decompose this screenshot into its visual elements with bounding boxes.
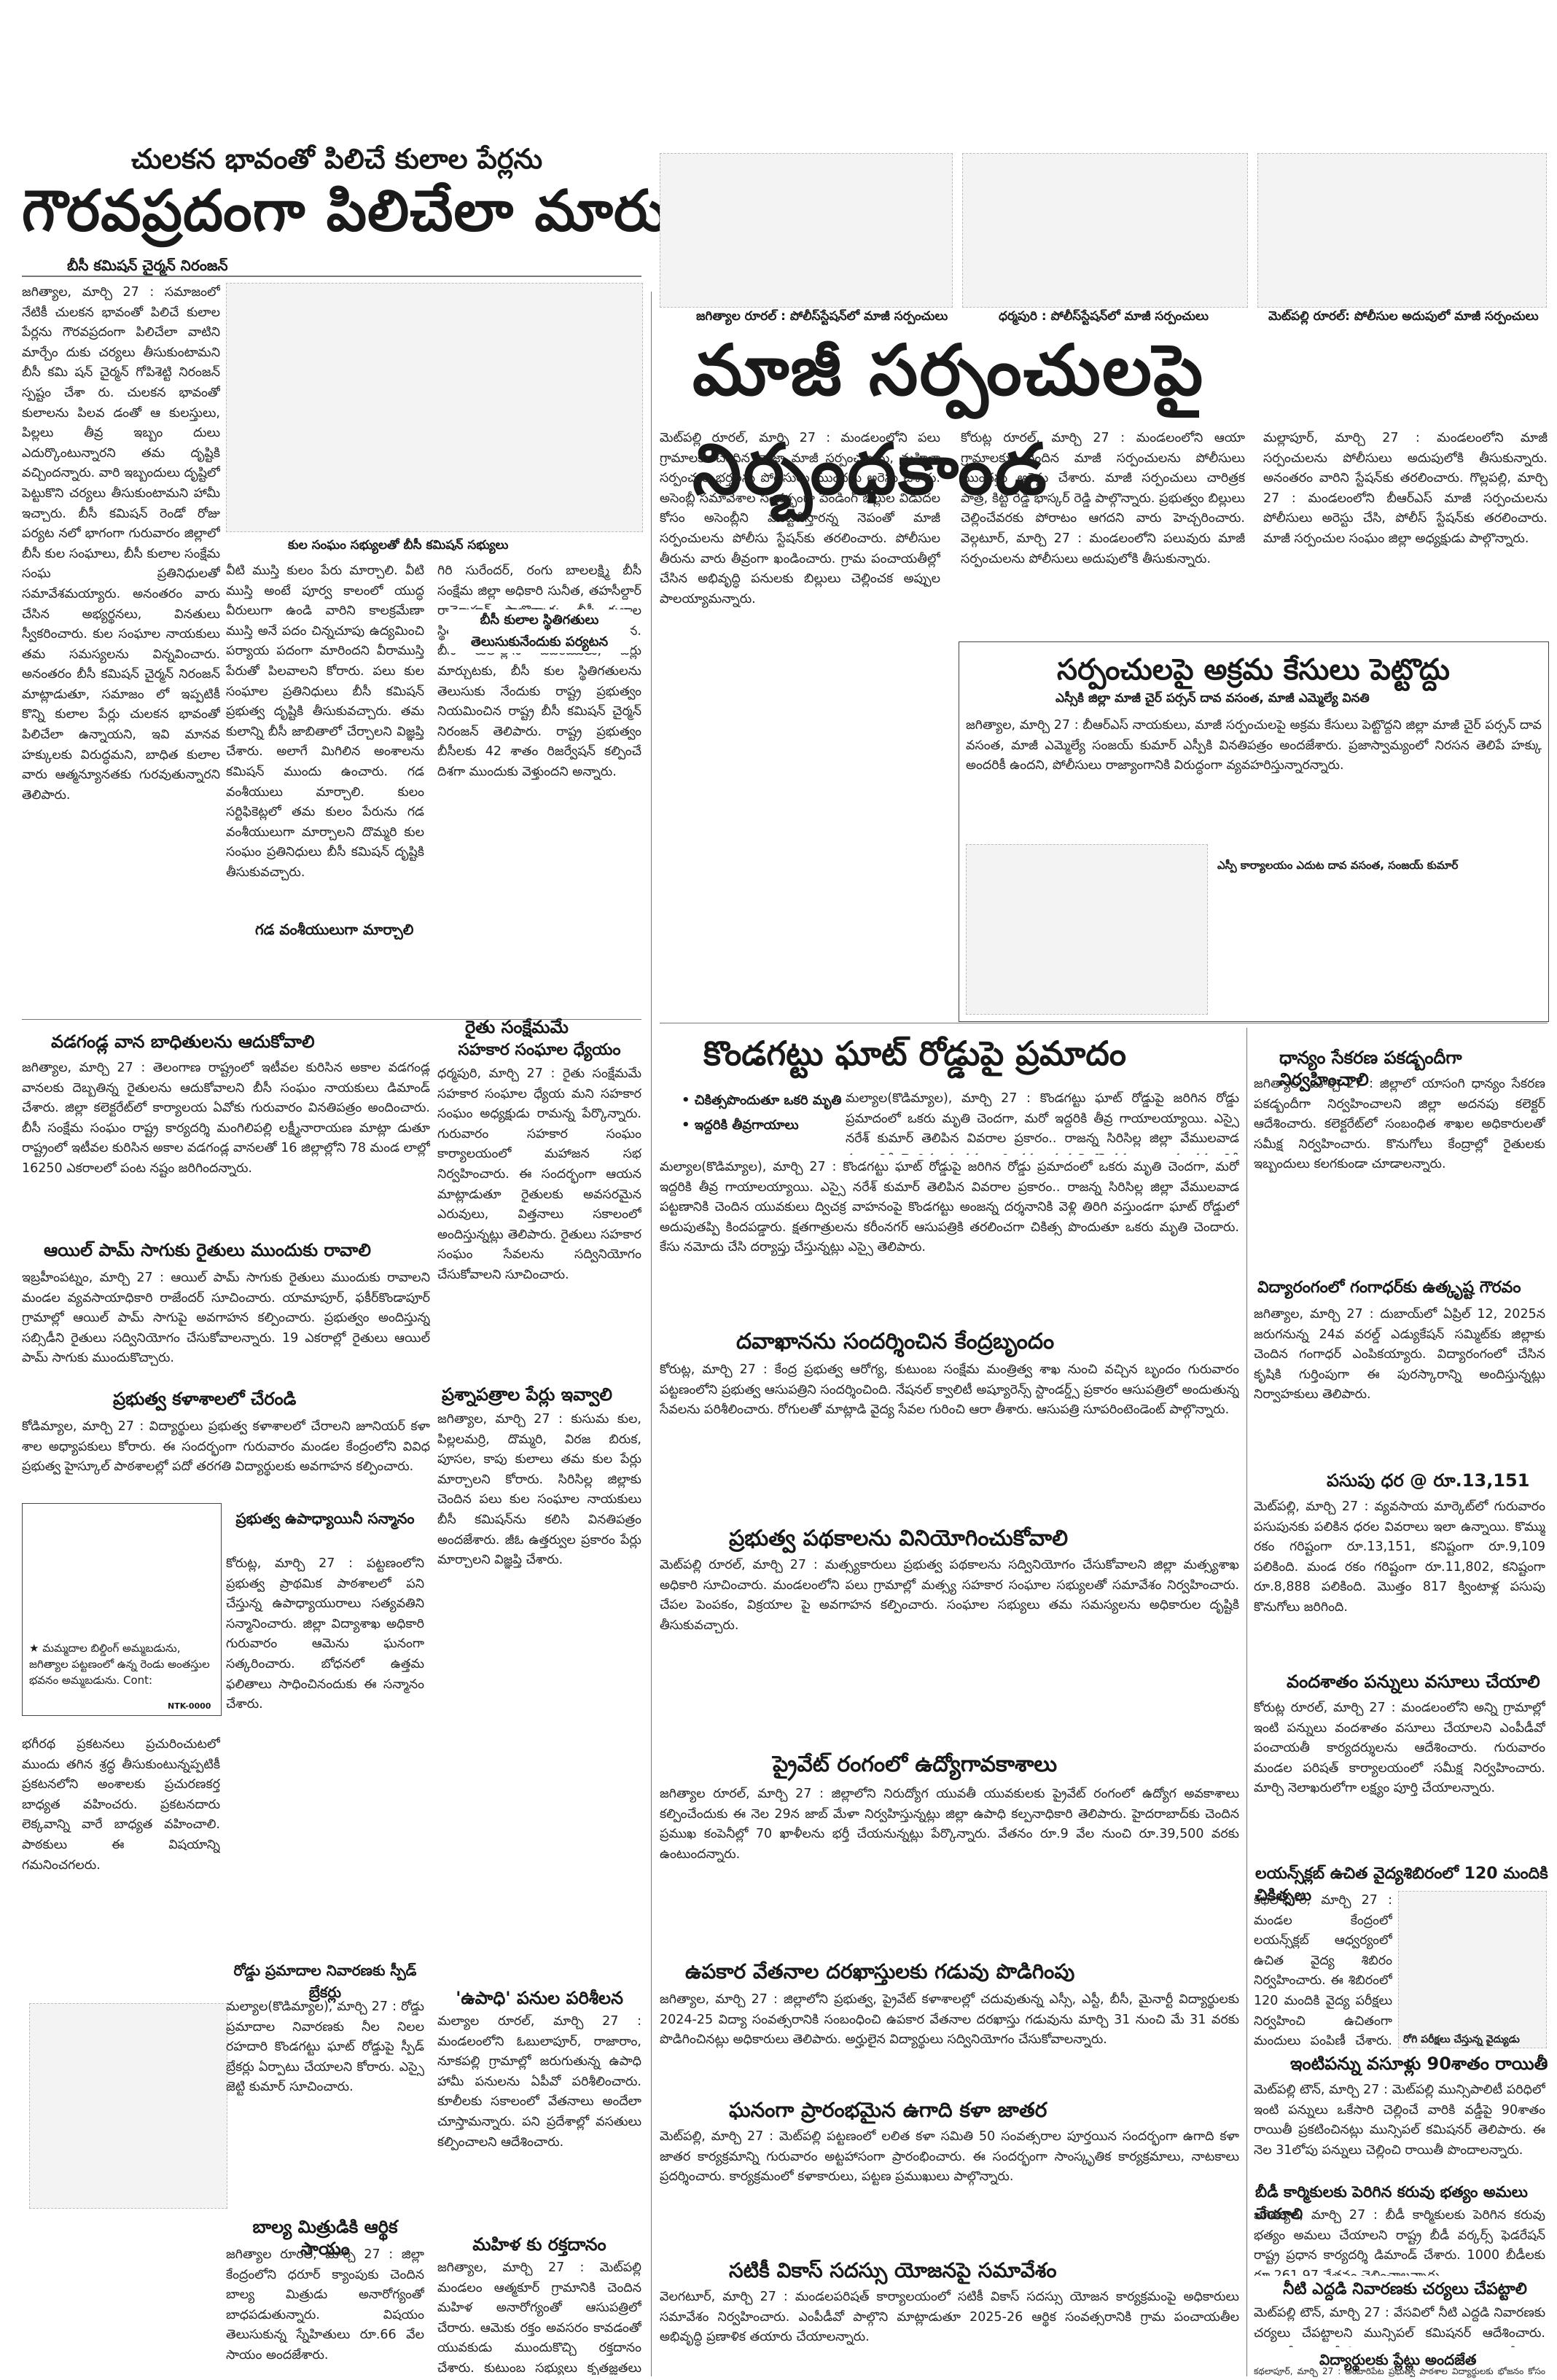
- right-body-vidya: జగిత్యాల, మార్చి 27 : దుబాయ్‌లో ఏప్రిల్ …: [1254, 1307, 1545, 1402]
- right-body-beedi: జగిత్యాల, మార్చి 27 : బీడీ కార్మికులకు ప…: [1254, 2208, 1545, 2276]
- right-body-ugadi: మెట్‌పల్లి, మార్చి 27 : మెట్‌పల్లి పట్టణ…: [660, 2129, 1239, 2185]
- right-sub-private: ప్రైవేట్ రంగంలో ఉద్యోగావకాశాలు: [773, 1752, 1058, 1777]
- right-photo-3: [1257, 153, 1547, 308]
- right-sub-vandana: వందశాతం పన్నులు వసూలు చేయాలి: [1287, 1671, 1540, 1692]
- mid-sub-rythu: రైతు సంక్షేమమే: [465, 1017, 569, 1037]
- right-column-divider: [1246, 1028, 1247, 2376]
- mid-sub-upadhi: 'ఉపాధి' పనుల పరిశీలన: [456, 1988, 623, 2008]
- right-sub-dawa: దవాఖానను సందర్శించిన కేంద్రబృందం: [736, 1329, 1055, 1354]
- mid-photo: [29, 2003, 227, 2209]
- right-sub-kg: కొండగట్టు ఘాట్ రోడ్డుపై ప్రమాదం: [703, 1034, 1127, 1073]
- bullet-text-2: ఇద్దరికి తీవ్రగాయాలు: [694, 1117, 799, 1133]
- right-body-dhanyam: జగిత్యాల, మార్చి 27 : జిల్లాలో యాసంగి ధా…: [1254, 1077, 1545, 1172]
- left-notice: భగీరథ ప్రకటనలు ప్రచురించుటలో ముందు తగిన …: [22, 1737, 220, 1873]
- mid-body-upadhi: మల్యాల రూరల్, మార్చి 27 : మండలంలోని ఓబుల…: [437, 2014, 641, 2150]
- right-body-1: మెట్‌పల్లి రూరల్, మార్చి 27 : మండలంలోని …: [660, 431, 940, 606]
- right-sub-pasupu: పసుపు ధర @ రూ.13,151: [1327, 1470, 1530, 1491]
- mid-sub-road: రోడ్డు ప్రమాదాల నివారణకు స్పీడ్ బ్రేకర్ల…: [233, 1962, 417, 2001]
- mid-body-road: మల్యాల(కొడిమ్యాల), మార్చి 27 : రోడ్డు ప్…: [226, 1999, 424, 2095]
- right-body-2: కోరుట్ల రూరల్, మార్చి 27 : మండలంలోని ఆయా…: [961, 431, 1245, 566]
- left-sub-3: ప్రభుత్వ కళాశాలలో చేరండి: [113, 1389, 297, 1409]
- mid-body-bal: జగిత్యాల రూరల్, మార్చి 27 : జిల్లా కేంద్…: [226, 2247, 424, 2363]
- right-lions-photo: [1398, 1891, 1547, 2048]
- mid-body-rythu: ధర్మపురి, మార్చి 27 : రైతు సంక్షేమమే సహక…: [437, 1066, 641, 1282]
- right-sub-dhanyam: ధాన్యం సేకరణ పకడ్బందీగా నిర్వహించాలి: [1279, 1047, 1462, 1090]
- right-box-photo: [966, 844, 1208, 1015]
- ad-box: [22, 1503, 222, 1716]
- right-photo-2: [962, 153, 1248, 308]
- right-sub-ugadi: ఘనంగా ప్రారంభమైన ఉగాది కళా జాతర: [729, 2098, 1047, 2122]
- mid-body-pra: జగిత్యాల, మార్చి 27 : కుసుమ కుల, పిల్లలమ…: [437, 1412, 641, 1568]
- left-sub-1: వడగండ్ల వాన బాధితులను ఆదుకోవాలి: [51, 1031, 315, 1052]
- right-body-dawa: కోరుట్ల, మార్చి 27 : కేంద్ర ప్రభుత్వ ఆరో…: [660, 1362, 1239, 1418]
- right-body-vandana: కోరుట్ల రూరల్, మార్చి 27 : మండలంలోని అన్…: [1254, 1701, 1545, 1796]
- mid-sub-rythu2: సహకార సంఘాల ధ్యేయం: [458, 1041, 621, 1059]
- right-sub-lions: లయన్స్‌క్లబ్ ఉచిత వైద్యశిబిరంలో 120 మంది…: [1255, 1865, 1548, 1905]
- left-sub-2: ఆయిల్ పామ్ సాగుకు రైతులు ముందుకు రావాలి: [44, 1240, 371, 1260]
- left-kicker: చులకన భావంతో పిలిచే కులాల పేర్లను: [131, 143, 543, 175]
- left-body-3: ఇబ్రహీంపట్నం, మార్చి 27 : ఆయిల్ పామ్ సాగ…: [22, 1271, 430, 1366]
- left-rule: [22, 276, 641, 277]
- bullet-text-1: చికిత్సపొందుతూ ఒకరి మృతి: [694, 1093, 842, 1108]
- left-colC-sub: బీసీ కులాల స్థితిగతులు తెలుసుకునేందుకు ప…: [448, 609, 631, 653]
- right-boxed-story: [959, 641, 1549, 1022]
- right-body-kg-2: మల్యాల(కొడిమ్యాల), మార్చి 27 : కొండగట్టు…: [660, 1160, 1239, 1255]
- right-sub-prabhu: ప్రభుత్వ పథకాలను వినియోగించుకోవాలి: [729, 1526, 1069, 1551]
- right-body-private: జగిత్యాల రూరల్, మార్చి 27 : జిల్లాలోని న…: [660, 1787, 1239, 1862]
- mid-body-prabhutva: కోరుట్ల, మార్చి 27 : పట్టణంలోని ప్రభుత్వ…: [226, 1556, 424, 1712]
- right-photo-1: [660, 153, 953, 308]
- mid-sub-bal: బాల్య మిత్రుడికి ఆర్థిక సాయం: [252, 2217, 398, 2259]
- right-body-sati: వెలగటూర్, మార్చి 27 : మండలపరిషత్ కార్యాల…: [660, 2290, 1239, 2345]
- right-headline: మాజీ సర్పంచులపై నిర్బంధకాండ: [692, 329, 1205, 510]
- right-sub-pletu: విద్యార్థులకు ప్లేట్లు అందజేత: [1319, 2351, 1477, 2368]
- right-sub-vidya: విద్యారంగంలో గంగాధర్‌కు ఉత్కృష్ట గౌరవం: [1257, 1279, 1521, 1297]
- left-byline: బీసీ కమిషన్ చైర్మన్ నిరంజన్: [67, 257, 228, 274]
- left-rule-2: [22, 1019, 641, 1020]
- right-body-neeti: మెట్‌పల్లి టౌన్, మార్చి 27 : వేసవిలో నీట…: [1254, 2306, 1545, 2347]
- right-body-inti: మెట్‌పల్లి టౌన్, మార్చి 27 : మెట్‌పల్లి …: [1254, 2083, 1545, 2158]
- left-headline: గౌరవప్రదంగా పిలిచేలా మారుస్తాం: [22, 179, 756, 244]
- right-body-pasupu: మెట్‌పల్లి, మార్చి 27 : వ్యవసాయ మార్కెట్…: [1254, 1499, 1545, 1615]
- mid-body-mahila: జగిత్యాల, మార్చి 27 : మెట్‌పల్లి మండలం ఆ…: [437, 2260, 641, 2375]
- right-box-body: జగిత్యాల, మార్చి 27 : బీఆర్ఎస్ నాయకులు, …: [966, 718, 1542, 773]
- left-body-4: కోడిమ్యాల, మార్చి 27 : విద్యార్థులు ప్రభ…: [22, 1419, 430, 1475]
- column-divider: [651, 292, 652, 2376]
- right-tag-1: జగిత్యాల రూరల్ : పోలీస్‌స్టేషన్‌లో మాజీ …: [696, 309, 948, 324]
- mid-sub-prabhutva: ప్రభుత్వ ఉపాధ్యాయినీ సన్మానం: [235, 1510, 415, 1527]
- right-bullet-1: • చికిత్సపొందుతూ ఒకరి మృతి: [682, 1093, 842, 1108]
- left-photo-caption: కుల సంఘం సభ్యులతో బీసీ కమిషన్ సభ్యులు: [288, 538, 509, 553]
- right-sub-neeti: నీటి ఎద్దడి నివారణకు చర్యలు చేపట్టాలి: [1283, 2280, 1527, 2298]
- ad-text: ★ మమ్మదాల బిల్డింగ్ అమ్మబడును, జగిత్యాల …: [29, 1642, 210, 1687]
- left-colB-sub: గడ వంశీయులుగా మార్చాలి: [255, 921, 414, 938]
- right-body-3: మల్లాపూర్, మార్చి 27 : మండలంలోని మాజీ సర…: [1263, 431, 1548, 546]
- right-sub-beedi: బీడీ కార్మికులకు పెరిగిన కరువు భత్యం అమల…: [1255, 2183, 1528, 2223]
- right-body-upakar: జగిత్యాల, మార్చి 27 : జిల్లాలోని ప్రభుత్…: [660, 1992, 1239, 2048]
- right-body-pletu: కథలాపూర్, మార్చి 27 : అంబారిపేట ప్రభుత్వ…: [1254, 2366, 1545, 2376]
- right-box-photo-caption: ఎస్పీ కార్యాలయం ఎదుట దావ వసంత, సంజయ్ కుమ…: [1217, 859, 1459, 872]
- right-bullet-2: • ఇద్దరికి తీవ్రగాయాలు: [682, 1117, 799, 1133]
- left-body-2: జగిత్యాల, మార్చి 27 : తెలంగాణ రాష్ట్రంలో…: [22, 1061, 430, 1176]
- right-box-title: సర్పంచులపై అక్రమ కేసులు పెట్టొద్దు: [1057, 653, 1451, 687]
- right-tag-2: ధర్మపురి : పోలీస్‌స్టేషన్‌లో మాజీ సర్పంచ…: [999, 309, 1209, 324]
- left-body-1: జగిత్యాల, మార్చి 27 : సమాజంలో నేటికీ చుల…: [22, 285, 220, 803]
- mid-sub-mahila: మహిళ కు రక్తదానం: [472, 2234, 606, 2255]
- left-photo: [226, 283, 643, 532]
- right-sub-sati: సటికీ వికాస్ సదస్సు యోజనపై సమావేశం: [729, 2258, 1057, 2282]
- mid-sub-pra: ప్రశ్నాపత్రాల పేర్లు ఇవ్వాలి: [442, 1384, 612, 1405]
- right-box-subtitle: ఎస్సీకి జిల్లా మాజీ చైర్ పర్సన్ దావ వసంత…: [1055, 691, 1370, 706]
- right-body-kg-1: మల్యాల(కొడిమ్యాల), మార్చి 27 : కొండగట్టు…: [846, 1091, 1239, 1155]
- right-tag-3: మెట్‌పల్లి రూరల్: పోలీసుల అదుపులో మాజీ స…: [1268, 309, 1539, 324]
- left-body-colB: వీటి ముస్తి కులం పేరు మార్చాలి. వీటి ముస…: [226, 563, 424, 880]
- right-sub-inti: ఇంటిపన్ను వసూళ్లు 90శాతం రాయితీ: [1290, 2053, 1548, 2074]
- right-sub-upakar: ఉపకార వేతనాల దరఖాస్తులకు గడువు పొడిగింపు: [685, 1959, 1075, 1983]
- right-lions-caption: రోగి పరీక్షలు చేస్తున్న వైద్యుడు: [1403, 2034, 1520, 2045]
- right-body-prabhu: మెట్‌పల్లి రూరల్, మార్చి 27 : మత్స్యకారు…: [660, 1558, 1239, 1633]
- right-body-lions: కథలాపూర్, మార్చి 27 : మండల కేంద్రంలో లయన…: [1254, 1893, 1392, 2047]
- ad-code: NTK-0000: [168, 1701, 211, 1711]
